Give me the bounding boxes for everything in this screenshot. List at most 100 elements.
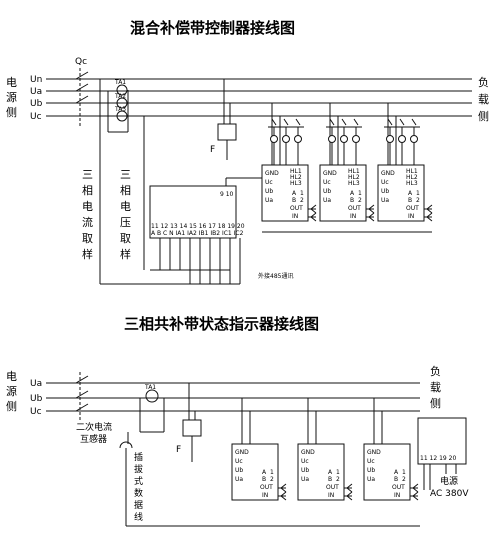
module-input-connector: [308, 212, 317, 222]
diagram2-source-side-label: 电 源 侧: [6, 370, 17, 413]
svg-text:源: 源: [6, 384, 17, 398]
module-pin-right-top-label: HL1: [348, 168, 360, 175]
diagram2-current-transformer: [145, 389, 159, 403]
svg-text:电: 电: [6, 76, 17, 89]
module-pin-right-label: IN: [408, 213, 414, 220]
module-pin-right-label: B: [408, 197, 412, 204]
svg-text:源: 源: [6, 90, 17, 104]
module-pin-left-label: Ub: [367, 467, 375, 474]
diagram2-plug-line-label: 插 拔 式 数 据 线: [134, 451, 143, 523]
module-output-connector: [366, 204, 375, 214]
diagram1-current-transformers: [116, 84, 128, 122]
module-pin-right-label: B: [328, 476, 332, 483]
module-pin-left-label: Ua: [301, 476, 309, 483]
svg-text:载: 载: [478, 93, 489, 106]
diagram1-controller-bottom-terminals: 11 12 13 14 15 16 17 18 19 20: [151, 223, 245, 230]
diagram2-fuse: [182, 419, 202, 437]
svg-text:Ua: Ua: [30, 87, 42, 97]
module-pin-right-top-label: HL3: [290, 180, 302, 187]
module-pin-right-label: OUT: [290, 205, 303, 212]
svg-text:TA1: TA1: [114, 79, 126, 86]
diagram2-ct-wires: [127, 398, 165, 444]
module-box: [297, 443, 345, 501]
svg-text:Ub: Ub: [30, 99, 43, 109]
svg-text:相: 相: [82, 184, 93, 197]
module-pin-left-label: Uc: [381, 179, 389, 186]
module-switch-contact: [329, 118, 335, 126]
module-pin-right-top-label: HL2: [290, 174, 302, 181]
module-pin-left-label: Ua: [265, 197, 273, 204]
diagram2-title: 三相共补带状态指示器接线图: [124, 315, 319, 333]
svg-text:电: 电: [82, 200, 93, 213]
svg-text:数: 数: [134, 487, 143, 499]
module-pin-left-label: Ua: [323, 197, 331, 204]
diagram2-line-labels: Ua Ub Uc: [30, 379, 43, 417]
module-pin-right-top-label: HL1: [406, 168, 418, 175]
diagram2-power-value: AC 380V: [430, 489, 469, 499]
module-pin-right-top-label: HL3: [406, 180, 418, 187]
module-pin-number: 1: [416, 190, 420, 197]
module-pin-left-label: Ub: [323, 188, 331, 195]
module-output-connector: [410, 483, 419, 493]
indicator-lamp-icon: [294, 135, 302, 143]
module-pin-number: 2: [402, 476, 406, 483]
diagram1-fuse-label: F: [210, 145, 215, 155]
module-pin-right-top-label: HL2: [406, 174, 418, 181]
diagram1-voltage-sample-label: 三 相 电 压 取 样: [120, 168, 131, 261]
svg-text:取: 取: [120, 232, 131, 245]
module-box: [231, 443, 279, 501]
module-pin-number: 1: [336, 469, 340, 476]
module-box: [377, 164, 425, 222]
svg-text:取: 取: [82, 232, 93, 245]
svg-text:Ua: Ua: [30, 379, 42, 389]
module-input-connector: [278, 491, 287, 501]
module-pin-left-label: Ua: [381, 197, 389, 204]
module-pin-right-top-label: HL3: [348, 180, 360, 187]
module-pin-left-label: Ub: [265, 188, 273, 195]
module-output-connector: [424, 204, 433, 214]
diagram2-bus-lines: [46, 382, 420, 412]
svg-text:三: 三: [120, 168, 131, 181]
module-pin-right-label: A: [394, 469, 399, 476]
module-pin-left-label: GND: [323, 170, 337, 177]
module-pin-right-label: OUT: [348, 205, 361, 212]
svg-text:负: 负: [478, 75, 489, 89]
diagram1-bus-lines: [46, 78, 472, 117]
module-pin-number: 2: [270, 476, 274, 483]
module-pin-right-label: IN: [394, 492, 400, 499]
svg-text:Ub: Ub: [30, 394, 43, 404]
module-pin-number: 2: [416, 197, 420, 204]
diagram1-breaker-symbol: [75, 68, 89, 126]
diagram1-sampling-wires: [99, 79, 240, 285]
diagram1-load-side-label: 负 载 侧: [478, 75, 489, 123]
module-pin-number: 1: [358, 190, 362, 197]
diagram1-source-side-label: 电 源 侧: [6, 76, 17, 119]
module-pin-right-label: B: [292, 197, 296, 204]
module-output-connector: [344, 483, 353, 493]
module-pin-right-label: OUT: [406, 205, 419, 212]
module-pin-left-label: Uc: [301, 458, 309, 465]
svg-text:Uc: Uc: [30, 112, 42, 122]
module-pin-right-top-label: HL2: [348, 174, 360, 181]
module-pin-number: 1: [270, 469, 274, 476]
diagram2-breaker-symbol: [75, 372, 89, 420]
module-input-connector: [410, 491, 419, 501]
indicator-lamp-icon: [328, 135, 336, 143]
module-pin-number: 1: [402, 469, 406, 476]
module-pin-right-label: B: [394, 476, 398, 483]
module-pin-right-label: OUT: [260, 484, 273, 491]
module-pin-right-label: OUT: [392, 484, 405, 491]
diagram1-fuse: [217, 123, 237, 141]
module-switch-contact: [411, 118, 417, 126]
module-pin-left-label: GND: [301, 449, 315, 456]
module-pin-left-label: GND: [381, 170, 395, 177]
diagram2-power-label: 电源: [440, 475, 458, 487]
module-pin-left-label: Ub: [235, 467, 243, 474]
svg-text:式: 式: [134, 475, 143, 487]
